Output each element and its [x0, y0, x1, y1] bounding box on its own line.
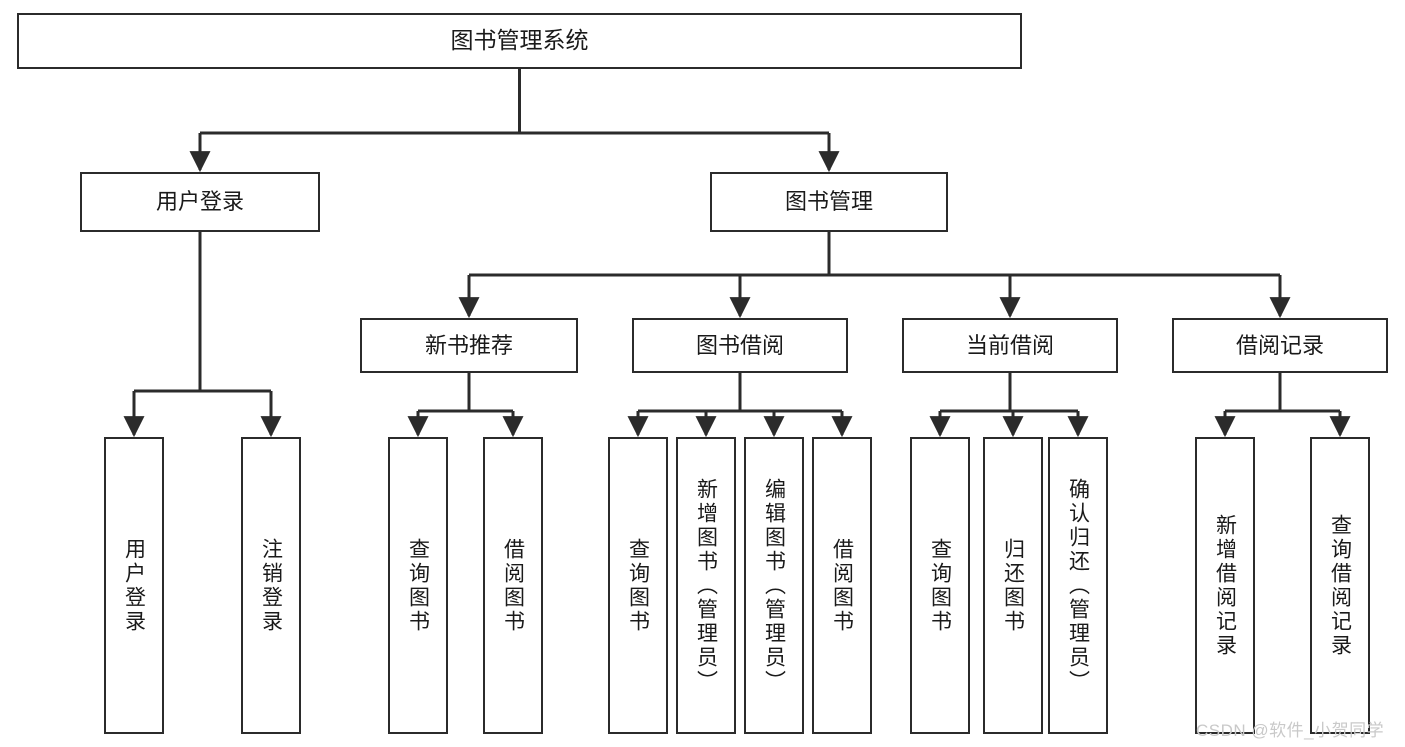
node-label: 新书推荐 — [424, 332, 513, 358]
leaf-node-leaf-confirm-return[interactable]: 确认归还（管理员） — [1048, 437, 1108, 734]
node-label: 确认归还（管理员） — [1066, 477, 1090, 694]
leaf-node-leaf-add-book[interactable]: 新增图书（管理员） — [676, 437, 736, 734]
node-book-management[interactable]: 图书管理 — [710, 172, 948, 232]
leaf-node-leaf-logout-login[interactable]: 注销登录 — [241, 437, 301, 734]
leaf-node-leaf-query-book-2[interactable]: 查询图书 — [608, 437, 668, 734]
leaf-node-leaf-return-book[interactable]: 归还图书 — [983, 437, 1043, 734]
node-label: 借阅图书 — [830, 537, 854, 634]
leaf-node-leaf-borrow-book-2[interactable]: 借阅图书 — [812, 437, 872, 734]
node-label: 编辑图书（管理员） — [762, 477, 786, 694]
node-label: 查询借阅记录 — [1328, 513, 1352, 658]
leaf-node-leaf-query-book-1[interactable]: 查询图书 — [388, 437, 448, 734]
leaf-node-leaf-borrow-book-1[interactable]: 借阅图书 — [483, 437, 543, 734]
leaf-node-leaf-edit-book[interactable]: 编辑图书（管理员） — [744, 437, 804, 734]
node-label: 查询图书 — [626, 537, 650, 634]
node-label: 图书管理 — [784, 189, 873, 215]
node-label: 注销登录 — [259, 537, 283, 634]
node-root[interactable]: 图书管理系统 — [17, 13, 1022, 69]
node-label: 借阅图书 — [501, 537, 525, 634]
node-label: 归还图书 — [1001, 537, 1025, 634]
node-label: 查询图书 — [406, 537, 430, 634]
node-label: 用户登录 — [155, 189, 244, 215]
node-new-book-recommend[interactable]: 新书推荐 — [360, 318, 578, 373]
node-borrow-record[interactable]: 借阅记录 — [1172, 318, 1388, 373]
node-label: 图书借阅 — [695, 332, 784, 358]
node-label: 图书管理系统 — [450, 27, 589, 54]
leaf-node-leaf-user-login[interactable]: 用户登录 — [104, 437, 164, 734]
leaf-node-leaf-query-record[interactable]: 查询借阅记录 — [1310, 437, 1370, 734]
node-label: 借阅记录 — [1235, 332, 1324, 358]
node-book-borrow[interactable]: 图书借阅 — [632, 318, 848, 373]
leaf-node-leaf-query-book-3[interactable]: 查询图书 — [910, 437, 970, 734]
node-label: 新增图书（管理员） — [694, 477, 718, 694]
node-label: 查询图书 — [928, 537, 952, 634]
node-user-login[interactable]: 用户登录 — [80, 172, 320, 232]
node-label: 用户登录 — [122, 537, 146, 634]
leaf-node-leaf-add-record[interactable]: 新增借阅记录 — [1195, 437, 1255, 734]
node-label: 新增借阅记录 — [1213, 513, 1237, 658]
node-label: 当前借阅 — [965, 332, 1054, 358]
node-current-borrow[interactable]: 当前借阅 — [902, 318, 1118, 373]
